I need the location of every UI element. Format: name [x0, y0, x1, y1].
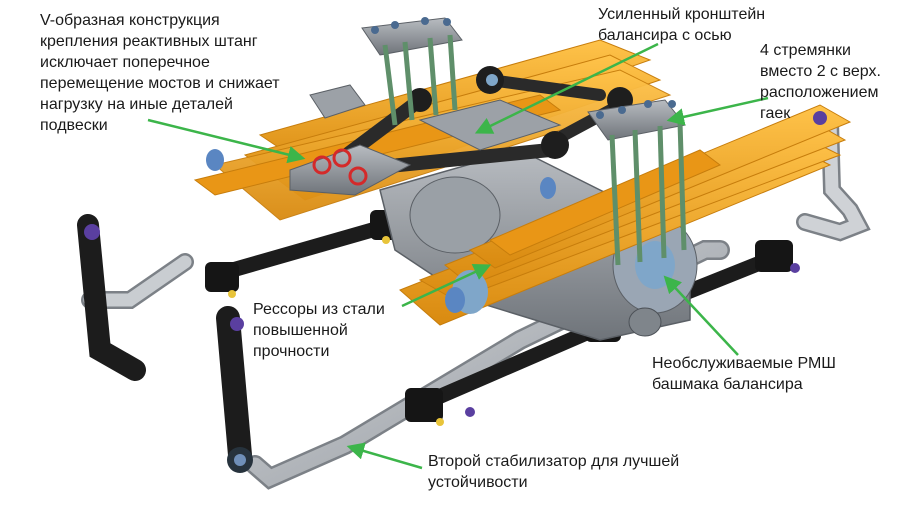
callout-springs: Рессоры из стали повышенной прочности	[253, 301, 385, 360]
callout-arrows	[147, 42, 769, 470]
callout-u-bolts: 4 стремянки вместо 2 с верх. расположени…	[760, 42, 881, 122]
arrow-bracket	[474, 42, 659, 134]
arrow-u-bolts	[666, 96, 769, 126]
misc-bushings	[206, 111, 827, 313]
arrow-stabilizer	[346, 442, 423, 470]
arrow-springs	[401, 263, 492, 308]
callout-stabilizer: Второй стабилизатор для лучшей устойчиво…	[428, 453, 680, 491]
callout-bracket: Усиленный кронштейн балансира с осью	[598, 6, 766, 44]
arrow-joints	[663, 275, 739, 356]
callout-joints: Необслуживаемые РМШ башмака балансира	[652, 355, 836, 393]
u-bolts-front	[587, 99, 687, 266]
u-bolts-rear	[361, 17, 463, 126]
callout-v-construction: V-образная конструкция крепления реактив…	[40, 12, 280, 134]
stabilizer-links	[77, 214, 253, 473]
arrow-v-construction	[147, 118, 306, 164]
